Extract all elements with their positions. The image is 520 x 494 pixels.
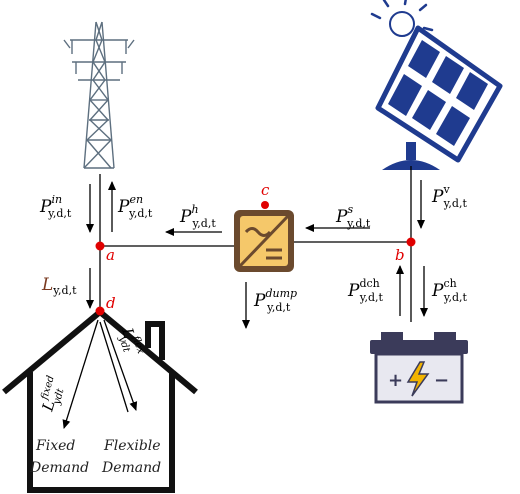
- nodes: [95, 201, 416, 316]
- arrow-l-flex: [103, 319, 138, 411]
- node-c-label: c: [261, 181, 270, 199]
- flexible-demand-line1: Flexible: [103, 438, 161, 454]
- transmission-tower-icon: [63, 21, 135, 169]
- inverter-icon: [234, 210, 294, 272]
- node-b-label: b: [395, 246, 405, 264]
- node-c: [261, 201, 269, 209]
- label-l-fixed: Lfixedydt: [36, 374, 69, 415]
- node-d: [95, 306, 105, 316]
- arrow-l-flex-2: [99, 321, 129, 413]
- battery-plus-icon: +: [388, 370, 403, 391]
- solar-panel-icon: [370, 0, 503, 170]
- battery-icon: + −: [370, 332, 468, 404]
- node-a: [95, 241, 105, 251]
- node-d-label: d: [106, 294, 116, 312]
- fixed-demand-line2: Demand: [29, 460, 89, 476]
- label-l-flex: Lflexydt: [114, 324, 146, 360]
- fixed-demand-line1: Fixed: [35, 438, 75, 454]
- node-a-label: a: [106, 246, 115, 264]
- label-l-load: Ly,d,t: [41, 275, 77, 297]
- battery-minus-icon: −: [434, 370, 449, 391]
- node-b: [406, 237, 416, 247]
- bolt-icon: [406, 361, 430, 397]
- flexible-demand-line2: Demand: [101, 460, 161, 476]
- arrow-l-fixed: [62, 319, 99, 429]
- bus-lines: [99, 166, 412, 322]
